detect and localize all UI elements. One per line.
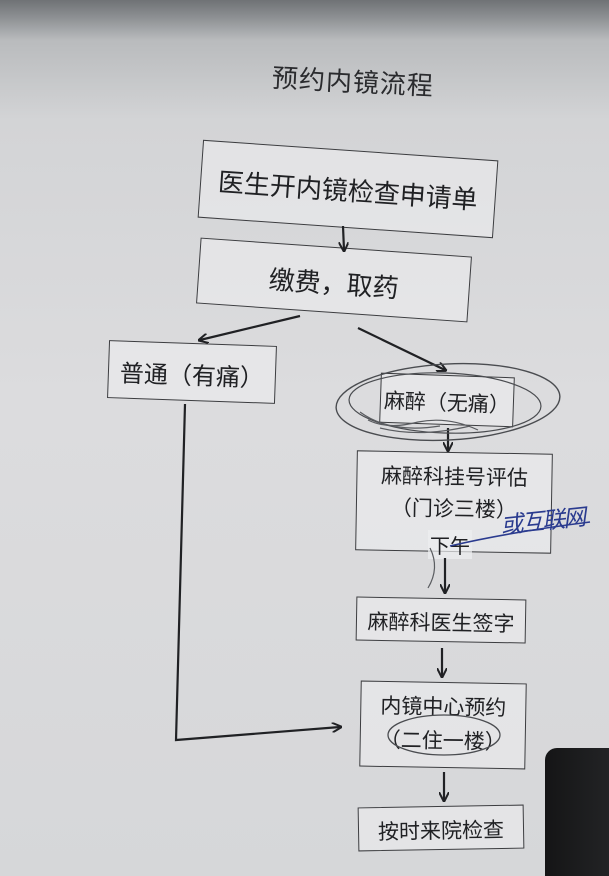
step-normal-label: 普通（有痛） <box>119 359 265 393</box>
step-anesthesia-signature-label: 麻醉科医生签字 <box>367 609 515 637</box>
step-normal-box: 普通（有痛） <box>107 340 277 404</box>
step-exam-label: 按时来院检查 <box>377 817 505 845</box>
handwritten-note: 或互联网 <box>499 504 586 540</box>
device-corner <box>545 748 609 876</box>
step-request-label: 医生开内镜检查申请单 <box>217 167 479 217</box>
step-request-box: 医生开内镜检查申请单 <box>197 139 499 239</box>
anesthesia-time-label: 下午 <box>428 530 472 559</box>
step-payment-label: 缴费，取药 <box>267 265 400 305</box>
step-anesthesia-label: 麻醉（无痛） <box>383 388 511 418</box>
arrow-payment-to-anesthesia <box>357 327 445 370</box>
step-anesthesia-box: 麻醉（无痛） <box>379 372 515 428</box>
step-endoscopy-booking-box: 内镜中心预约 （二住一楼） <box>359 680 527 770</box>
flowchart-title: 预约内镜流程 <box>271 63 435 103</box>
arrow-payment-to-normal <box>200 314 301 340</box>
step-payment-box: 缴费，取药 <box>196 237 472 323</box>
arrow-normal-to-booking <box>174 403 340 742</box>
step-exam-box: 按时来院检查 <box>357 804 525 852</box>
step-anesthesia-registration-label: 麻醉科挂号评估 <box>380 463 529 491</box>
step-endoscopy-booking-label: 内镜中心预约 <box>380 693 507 721</box>
arrow-request-to-payment <box>343 225 344 250</box>
step-anesthesia-signature-box: 麻醉科医生签字 <box>355 596 527 644</box>
step-endoscopy-location-label: （二住一楼） <box>379 727 506 755</box>
